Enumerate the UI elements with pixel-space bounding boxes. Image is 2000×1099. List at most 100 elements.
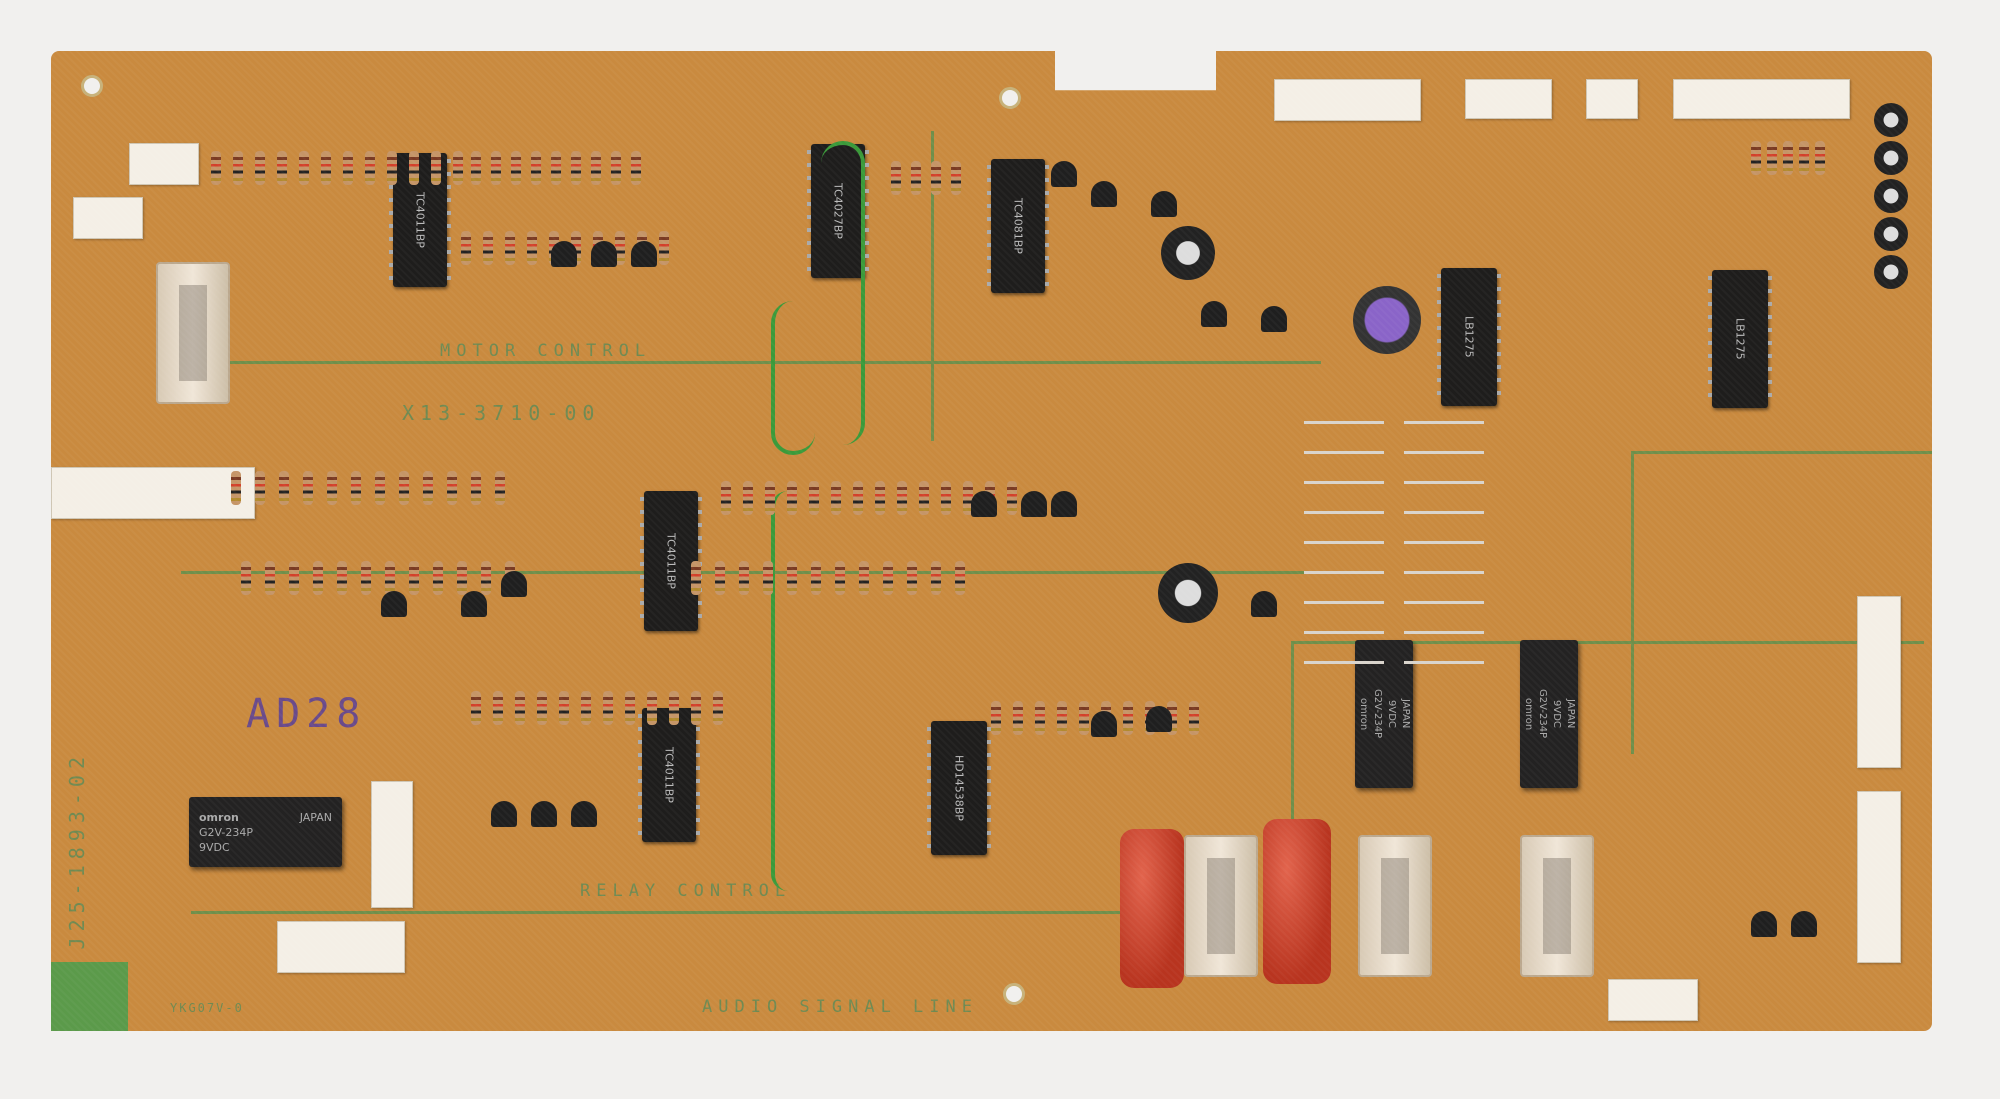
resistor [495, 471, 505, 505]
connector [371, 781, 413, 908]
relay-brand: omron [1358, 697, 1369, 731]
resistor [691, 561, 701, 595]
resistor [351, 471, 361, 505]
trace [191, 361, 1321, 364]
resistor [343, 151, 353, 185]
resistor [233, 151, 243, 185]
resistor [559, 691, 569, 725]
resistor [919, 481, 929, 515]
ic-label: TC4081BP [1011, 198, 1025, 254]
resistor [385, 561, 395, 595]
resistor [481, 561, 491, 595]
trace [1291, 641, 1924, 904]
mounting-hole [81, 75, 103, 97]
jumper-link [1304, 451, 1384, 454]
resistor [537, 691, 547, 725]
transistor [501, 571, 527, 597]
relay-model: G2V-234P [1537, 689, 1548, 739]
transistor [1151, 191, 1177, 217]
electrolytic-capacitor [1874, 255, 1908, 289]
connector [1586, 79, 1638, 119]
resistor [713, 691, 723, 725]
transistor [1091, 711, 1117, 737]
relay-rating: 9VDC [1551, 700, 1562, 728]
resistor [431, 151, 441, 185]
connector [1857, 596, 1901, 768]
handwritten-mark: AD28 [246, 691, 367, 737]
resistor [1783, 141, 1793, 175]
resistor [241, 561, 251, 595]
resistor [491, 151, 501, 185]
relay-top-row: omron JAPAN [199, 811, 332, 824]
resistor [647, 691, 657, 725]
corner-code-label: YKG07V-0 [170, 1001, 244, 1015]
resistor [447, 471, 457, 505]
resistor [327, 471, 337, 505]
transistor [631, 241, 657, 267]
film-capacitor [1263, 819, 1331, 984]
film-capacitor [1120, 829, 1184, 988]
resistor [387, 151, 397, 185]
transistor [571, 801, 597, 827]
resistor [1123, 701, 1133, 735]
resistor [505, 231, 515, 265]
jumper-link [1304, 481, 1384, 484]
resistor [631, 151, 641, 185]
resistor [1767, 141, 1777, 175]
jumper-link [1404, 631, 1484, 634]
resistor [743, 481, 753, 515]
clear-relay [156, 262, 230, 404]
resistor [1167, 701, 1177, 735]
resistor [715, 561, 725, 595]
transistor [1201, 301, 1227, 327]
resistor [493, 691, 503, 725]
jumper-link [1304, 601, 1384, 604]
transistor [591, 241, 617, 267]
relay-model: G2V-234P [1372, 689, 1383, 739]
transistor [1051, 161, 1077, 187]
ground-pad [51, 962, 128, 1031]
transistor [1021, 491, 1047, 517]
resistor [321, 151, 331, 185]
resistor [941, 481, 951, 515]
connector [1673, 79, 1850, 119]
connector [73, 197, 143, 239]
resistor [1057, 701, 1067, 735]
electrolytic-capacitor [1874, 141, 1908, 175]
resistor [859, 561, 869, 595]
jumper-link [1304, 421, 1384, 424]
resistor [603, 691, 613, 725]
transistor [1791, 911, 1817, 937]
resistor [277, 151, 287, 185]
jumper-link [1304, 511, 1384, 514]
connector [1857, 791, 1901, 963]
resistor [721, 481, 731, 515]
resistor [951, 161, 961, 195]
resistor [955, 561, 965, 595]
resistor [1815, 141, 1825, 175]
resistor [265, 561, 275, 595]
pcb-board: MOTOR CONTROL X13-3710-00 RELAY CONTROL … [51, 51, 1934, 1031]
trace [1631, 451, 1934, 754]
resistor [461, 231, 471, 265]
resistor [835, 561, 845, 595]
resistor [1189, 701, 1199, 735]
resistor [255, 151, 265, 185]
resistor [1799, 141, 1809, 175]
ic-label: TC4011BP [413, 192, 427, 248]
resistor [289, 561, 299, 595]
relay: omron G2V-234P 9VDC JAPAN [1355, 640, 1413, 788]
ic-chip: TC4011BP [638, 708, 700, 842]
ic-label: TC4027BP [831, 183, 845, 239]
resistor [457, 561, 467, 595]
resistor [765, 481, 775, 515]
resistor [409, 561, 419, 595]
resistor [615, 231, 625, 265]
resistor [991, 701, 1001, 735]
relay-origin: JAPAN [299, 810, 332, 824]
resistor [963, 481, 973, 515]
board-code-label: J25-1893-02 [65, 751, 89, 950]
ic-chip: LB1275 [1437, 268, 1501, 406]
ic-label: TC4011BP [664, 533, 678, 589]
resistor [883, 561, 893, 595]
